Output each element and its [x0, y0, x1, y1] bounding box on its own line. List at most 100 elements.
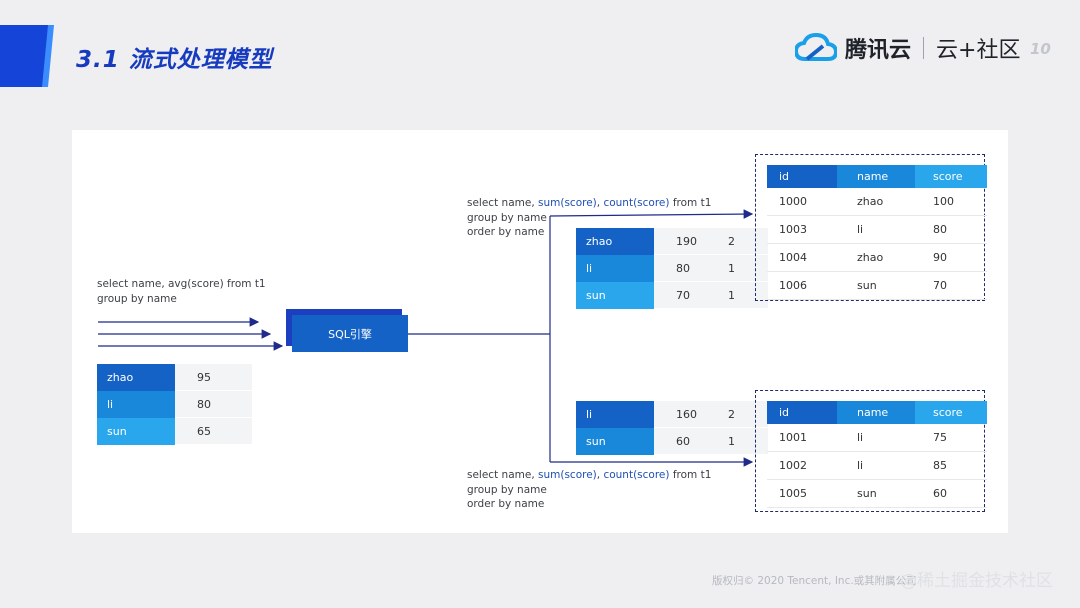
- cell: 85: [915, 451, 987, 480]
- cloud-icon: [795, 33, 837, 61]
- col-name: name: [837, 165, 915, 188]
- page-title: 3.1 流式处理模型: [76, 47, 273, 73]
- page-number: 10: [1030, 40, 1051, 58]
- cell: 1005: [767, 479, 837, 508]
- col-name: name: [837, 401, 915, 424]
- input-value-cell: 80: [175, 390, 252, 418]
- col-score: score: [915, 401, 987, 424]
- cell: 60: [915, 479, 987, 508]
- cell: li: [837, 451, 915, 480]
- branch-count-cell: 2: [706, 228, 768, 255]
- branch-bottom-query: select name, sum(score), count(score) fr…: [467, 468, 711, 512]
- branch-name-cell: li: [576, 401, 654, 428]
- branch-sum-cell: 60: [654, 427, 706, 455]
- query-function: count(score): [603, 197, 670, 209]
- query-text: ,: [596, 197, 604, 209]
- branch-sum-cell: 80: [654, 254, 706, 282]
- query-function: sum(score): [538, 197, 597, 209]
- col-score: score: [915, 165, 987, 188]
- input-value-cell: 65: [175, 417, 252, 445]
- cell: 1000: [767, 188, 837, 216]
- input-query: select name, avg(score) from t1 group by…: [97, 277, 266, 306]
- cell: 1004: [767, 243, 837, 272]
- query-line: group by name: [467, 483, 547, 496]
- branch-name-cell: zhao: [576, 228, 654, 255]
- cell: 75: [915, 424, 987, 452]
- query-text: select name,: [467, 469, 538, 481]
- input-name-cell: sun: [97, 417, 175, 445]
- branch-name-cell: sun: [576, 281, 654, 309]
- branch-sum-cell: 70: [654, 281, 706, 309]
- branch-top-query: select name, sum(score), count(score) fr…: [467, 196, 711, 240]
- branch-sum-cell: 160: [654, 401, 706, 428]
- cell: sun: [837, 479, 915, 508]
- logo-divider: [923, 37, 925, 59]
- logo-brand: 腾讯云: [845, 38, 912, 63]
- query-line: order by name: [467, 226, 545, 238]
- cell: li: [837, 424, 915, 452]
- branch-count-cell: 2: [706, 401, 768, 428]
- cell: 90: [915, 243, 987, 272]
- branch-count-cell: 1: [706, 254, 768, 282]
- query-text: select name,: [467, 197, 538, 209]
- cell: 1006: [767, 271, 837, 300]
- cell: zhao: [837, 188, 915, 216]
- watermark-text: @稀土掘金技术社区: [900, 571, 1053, 591]
- cell: 80: [915, 215, 987, 244]
- query-line: group by name: [467, 211, 547, 224]
- branch-count-cell: 1: [706, 281, 768, 309]
- copyright-text: 版权归© 2020 Tencent, Inc.或其附属公司: [712, 575, 917, 587]
- cell: sun: [837, 271, 915, 300]
- query-text: from t1: [669, 469, 712, 481]
- branch-top-arrow: [549, 209, 754, 219]
- logo-sub-brand: 云+社区: [936, 38, 1021, 63]
- cell: 1002: [767, 451, 837, 480]
- col-id: id: [767, 165, 837, 188]
- col-id: id: [767, 401, 837, 424]
- tencent-cloud-logo: 腾讯云 云+社区: [795, 32, 1020, 64]
- branch-count-cell: 1: [706, 427, 768, 455]
- cell: 100: [915, 188, 987, 216]
- cell: 1001: [767, 424, 837, 452]
- branch-name-cell: sun: [576, 427, 654, 455]
- cell: zhao: [837, 243, 915, 272]
- cell: 70: [915, 271, 987, 300]
- input-name-cell: li: [97, 390, 175, 418]
- input-value-cell: 95: [175, 364, 252, 391]
- query-text: from t1: [669, 197, 712, 209]
- input-query-line-2: group by name: [97, 292, 177, 305]
- branch-sum-cell: 190: [654, 228, 706, 255]
- cell: 1003: [767, 215, 837, 244]
- query-line: order by name: [467, 498, 545, 510]
- sql-engine-box: SQL引擎: [292, 315, 408, 352]
- query-text: ,: [596, 469, 604, 481]
- query-function: count(score): [603, 469, 670, 481]
- branch-name-cell: li: [576, 254, 654, 282]
- query-function: sum(score): [538, 469, 597, 481]
- input-query-line-1: select name, avg(score) from t1: [97, 278, 266, 290]
- input-name-cell: zhao: [97, 364, 175, 391]
- cell: li: [837, 215, 915, 244]
